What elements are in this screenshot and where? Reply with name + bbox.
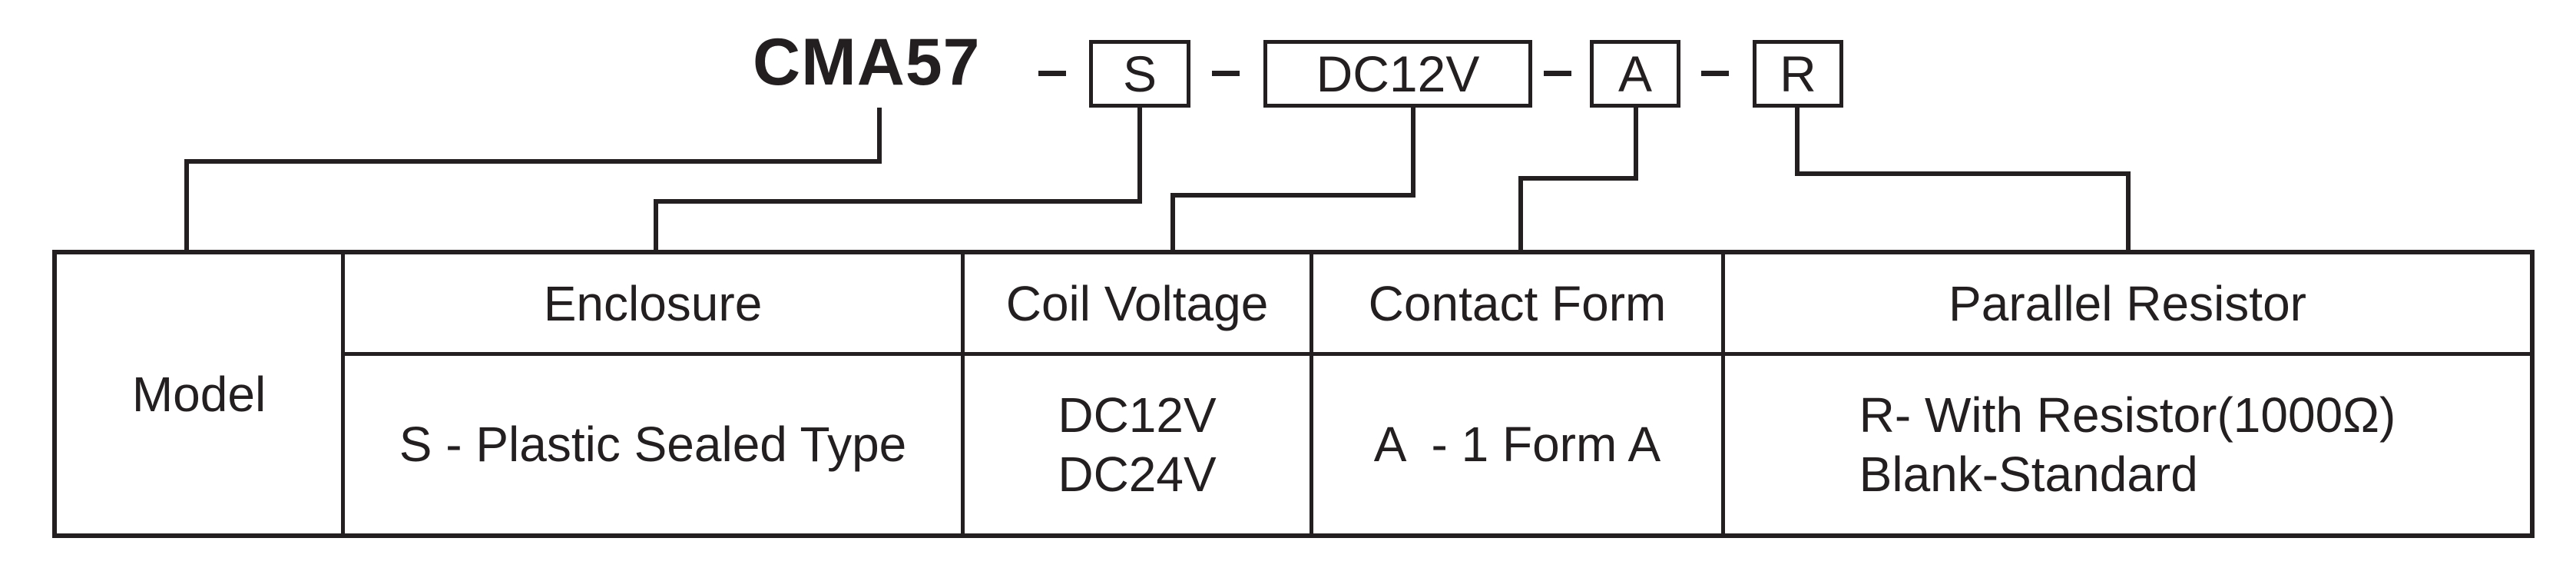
enclosure-leader-line xyxy=(654,108,1142,250)
model-cell: Model xyxy=(57,254,341,533)
parallel-resistor-options-cell: R- With Resistor(1000Ω) Blank-Standard xyxy=(1725,356,2530,533)
contact-form-leader-line xyxy=(1518,108,1638,250)
parallel-resistor-option: Blank-Standard xyxy=(1859,446,2198,502)
resistor-leader-line xyxy=(1795,108,2131,250)
coil-voltage-leader-line xyxy=(1170,108,1415,250)
code-separator xyxy=(1212,71,1240,76)
enclosure-header: Enclosure xyxy=(543,275,763,331)
enclosure-option: S - Plastic Sealed Type xyxy=(399,417,907,473)
row-divider xyxy=(341,352,2530,356)
enclosure-header-cell: Enclosure xyxy=(345,254,961,352)
coil-voltage-option: DC24V xyxy=(1058,446,1217,502)
coil-voltage-header: Coil Voltage xyxy=(1005,275,1269,331)
model-code: CMA57 xyxy=(753,25,981,99)
column-divider xyxy=(1721,254,1725,533)
contact-form-code-box: A xyxy=(1590,40,1680,108)
resistor-code-box: R xyxy=(1753,40,1843,108)
model-label: Model xyxy=(131,366,267,422)
ordering-code: CMA57 S DC12V A R xyxy=(0,0,2576,131)
spec-table: Model Enclosure Coil Voltage Contact For… xyxy=(52,250,2535,538)
parallel-resistor-header: Parallel Resistor xyxy=(1949,275,2306,331)
enclosure-code-box: S xyxy=(1089,40,1190,108)
column-divider xyxy=(961,254,965,533)
coil-voltage-options-cell: DC12V DC24V xyxy=(965,356,1310,533)
code-separator xyxy=(1544,71,1571,76)
contact-form-header: Contact Form xyxy=(1368,275,1667,331)
parallel-resistor-header-cell: Parallel Resistor xyxy=(1725,254,2530,352)
parallel-resistor-option: R- With Resistor(1000Ω) xyxy=(1859,387,2396,443)
column-divider xyxy=(1310,254,1313,533)
coil-voltage-code-box: DC12V xyxy=(1263,40,1532,108)
contact-form-options-cell: A - 1 Form A xyxy=(1313,356,1721,533)
contact-form-header-cell: Contact Form xyxy=(1313,254,1721,352)
code-separator xyxy=(1038,71,1066,76)
column-divider xyxy=(341,254,345,533)
enclosure-options-cell: S - Plastic Sealed Type xyxy=(345,356,961,533)
code-separator xyxy=(1701,71,1729,76)
coil-voltage-option: DC12V xyxy=(1058,387,1217,443)
contact-form-option: A - 1 Form A xyxy=(1373,417,1661,473)
coil-voltage-header-cell: Coil Voltage xyxy=(965,254,1310,352)
model-leader-line xyxy=(184,108,882,250)
